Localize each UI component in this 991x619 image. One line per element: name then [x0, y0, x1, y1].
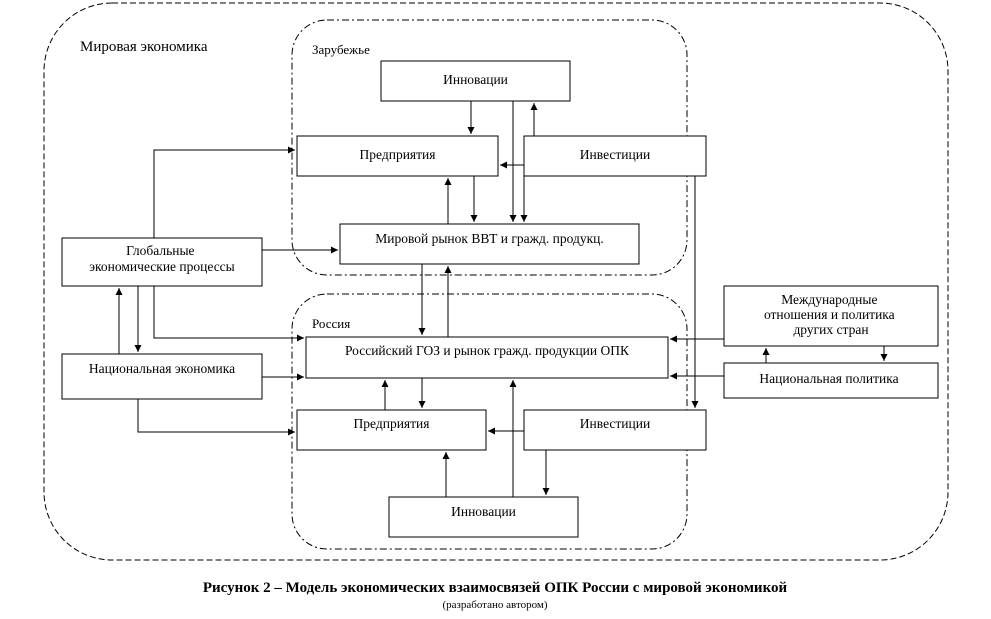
node-innovations-abroad-label: Инновации	[443, 72, 508, 87]
arrow-global-to-russian-goz	[153, 286, 304, 342]
arrow-national-economy-to-enterprises-russia	[137, 399, 295, 436]
node-global-processes-line-2: экономические процессы	[89, 259, 235, 274]
node-national-economy: Национальная экономика	[61, 353, 263, 400]
node-international-relations-line-3: других стран	[793, 322, 868, 337]
node-russian-goz: Российский ГОЗ и рынок гражд. продукции …	[305, 336, 669, 379]
node-international-relations: Международные отношения и политика други…	[723, 285, 939, 347]
node-enterprises-abroad-label: Предприятия	[360, 147, 436, 162]
node-investments-russia-label: Инвестиции	[580, 416, 650, 431]
node-global-processes-line-1: Глобальные	[126, 243, 194, 258]
node-russian-goz-label: Российский ГОЗ и рынок гражд. продукции …	[345, 343, 630, 358]
node-international-relations-label: Международные отношения и политика други…	[764, 292, 898, 337]
abroad-label: Зарубежье	[312, 42, 370, 57]
arrow-global-to-enterprises-abroad	[153, 146, 295, 238]
figure-caption-subtitle: (разработано автором)	[442, 599, 547, 611]
connectors	[115, 101, 888, 497]
node-world-market-label: Мировой рынок ВВТ и гражд. продукц.	[375, 231, 603, 246]
node-global-processes: Глобальные экономические процессы	[61, 237, 263, 287]
node-investments-abroad-label: Инвестиции	[580, 147, 650, 162]
russia-label: Россия	[312, 316, 350, 331]
node-investments-russia: Инвестиции	[523, 409, 707, 451]
world-economy-region	[43, 2, 949, 561]
node-investments-abroad: Инвестиции	[523, 135, 707, 177]
figure-caption-title: Рисунок 2 – Модель экономических взаимос…	[203, 580, 788, 596]
node-international-relations-line-2: отношения и политика	[764, 307, 895, 322]
node-enterprises-russia: Предприятия	[296, 409, 487, 451]
node-innovations-russia: Инновации	[388, 496, 579, 538]
node-enterprises-abroad: Предприятия	[296, 135, 499, 177]
node-national-economy-label: Национальная экономика	[89, 361, 235, 376]
world-economy-label: Мировая экономика	[80, 39, 208, 55]
node-global-processes-label: Глобальные экономические процессы	[89, 243, 235, 274]
node-national-policy: Национальная политика	[723, 362, 939, 399]
abroad-region	[291, 19, 688, 276]
node-world-market: Мировой рынок ВВТ и гражд. продукц.	[339, 223, 640, 265]
russia-region	[291, 293, 688, 550]
node-innovations-abroad: Инновации	[380, 60, 571, 102]
node-international-relations-line-1: Международные	[781, 292, 877, 307]
node-innovations-russia-label: Инновации	[451, 504, 516, 519]
node-national-policy-label: Национальная политика	[759, 371, 898, 386]
node-enterprises-russia-label: Предприятия	[354, 416, 430, 431]
